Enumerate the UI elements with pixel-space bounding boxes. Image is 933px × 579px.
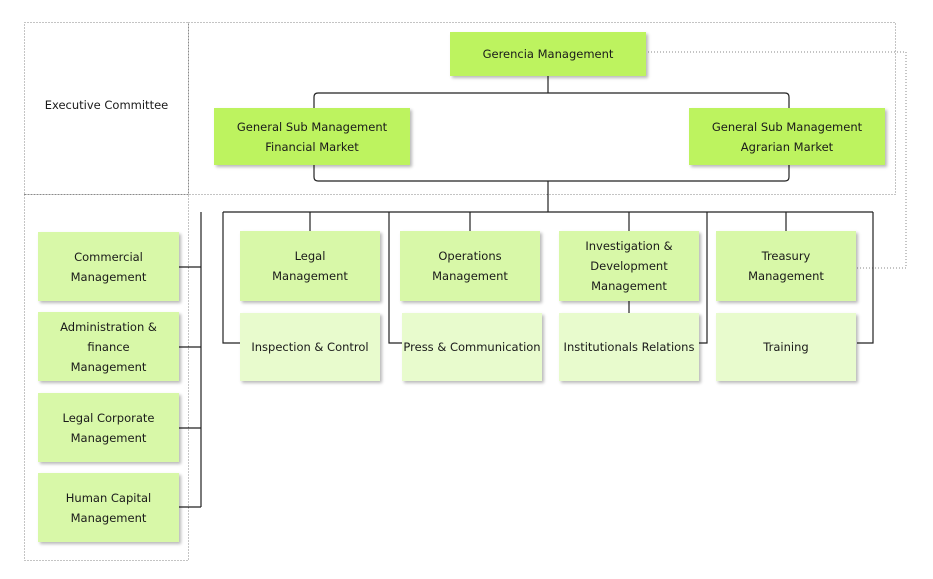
human-capital-text: Human Capital Management xyxy=(65,490,152,525)
commercial-management-box[interactable]: Commercial Management xyxy=(38,232,179,301)
legal-corporate-text: Legal Corporate Management xyxy=(62,410,155,445)
treasury-management-text: Treasury Management xyxy=(748,249,824,283)
connector-training xyxy=(857,212,874,344)
press-communication-text: Press & Communication xyxy=(403,340,541,354)
human-capital-box[interactable]: Human Capital Management xyxy=(38,473,179,542)
operations-management-text: Operations Management xyxy=(432,249,508,283)
inspection-control-text: Inspection & Control xyxy=(251,340,369,354)
treasury-management-box[interactable]: Treasury Management xyxy=(716,231,856,301)
training-text: Training xyxy=(763,340,809,354)
left-management-region xyxy=(24,194,189,561)
sub-management-financial-text: General Sub Management Financial Market xyxy=(236,119,388,154)
executive-committee-text: Executive Committee xyxy=(44,98,169,112)
legal-corporate-box[interactable]: Legal Corporate Management xyxy=(38,393,179,462)
management-region xyxy=(188,22,896,195)
gerencia-management-text: Gerencia Management xyxy=(482,47,614,61)
gerencia-management-box[interactable]: Gerencia Management xyxy=(450,32,646,76)
administration-finance-text: Administration & finance Management xyxy=(60,319,157,374)
institutionals-relations-box[interactable]: Institutionals Relations xyxy=(559,313,699,381)
connector-inspection xyxy=(222,212,240,344)
connector-institutionals xyxy=(697,212,708,344)
sub-management-financial-box[interactable]: General Sub Management Financial Market xyxy=(214,108,410,165)
investigation-development-box[interactable]: Investigation & Development Management xyxy=(559,231,699,301)
training-box[interactable]: Training xyxy=(716,313,856,381)
administration-finance-box[interactable]: Administration & finance Management xyxy=(38,312,179,381)
institutionals-relations-text: Institutionals Relations xyxy=(563,340,695,354)
legal-management-box[interactable]: Legal Management xyxy=(240,231,380,301)
operations-management-box[interactable]: Operations Management xyxy=(400,231,540,301)
connector-sub-bracket xyxy=(313,92,790,182)
sub-management-agrarian-box[interactable]: General Sub Management Agrarian Market xyxy=(689,108,885,165)
legal-management-text: Legal Management xyxy=(272,249,348,283)
press-communication-box[interactable]: Press & Communication xyxy=(402,313,542,381)
executive-committee-label: Executive Committee xyxy=(24,98,189,112)
treasury-dotted-link xyxy=(645,51,907,269)
commercial-management-text: Commercial Management xyxy=(70,249,147,284)
connector-press xyxy=(388,212,402,344)
inspection-control-box[interactable]: Inspection & Control xyxy=(240,313,380,381)
investigation-development-text: Investigation & Development Management xyxy=(585,239,673,293)
sub-management-agrarian-text: General Sub Management Agrarian Market xyxy=(711,119,863,154)
